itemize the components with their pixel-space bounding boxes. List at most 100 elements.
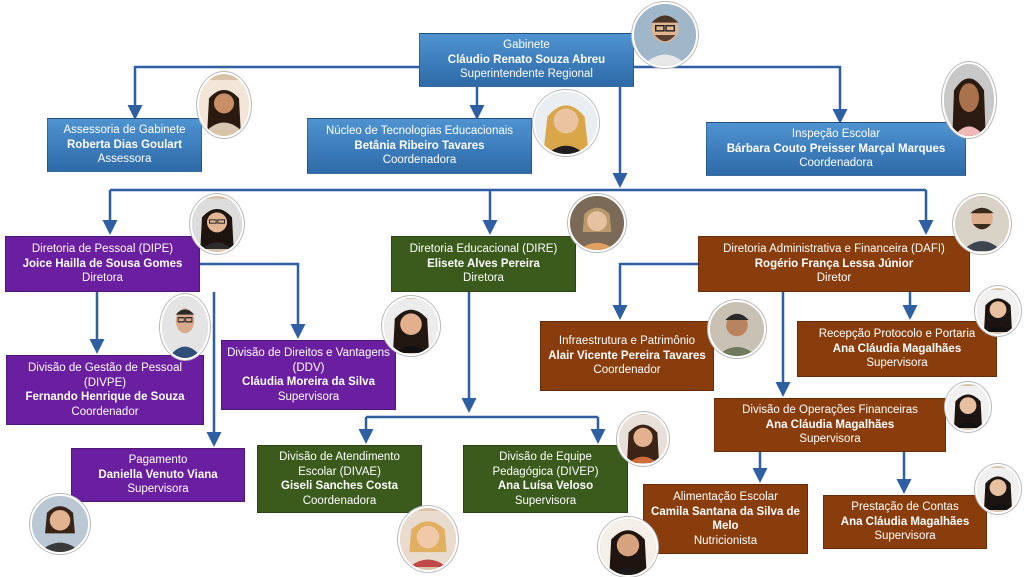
prestacao-photo [975,464,1021,514]
person-name: Joice Hailla de Sousa Gomes [22,257,183,270]
person-avatar-icon [944,64,994,136]
inspecao-box: Inspeção Escolar Bárbara Couto Preisser … [706,122,966,176]
unit-name: Infraestrutura e Patrimônio [558,335,696,348]
person-name: Elisete Alves Pereira [427,257,540,270]
divpe-box: Divisão de Gestão de Pessoal (DIVPE) Fer… [6,355,204,425]
pagamento-box: Pagamento Daniella Venuto Viana Supervis… [71,448,245,502]
financeiras-photo [945,382,991,432]
unit-name: Alimentação Escolar [673,491,778,503]
role-title: Supervisora [799,433,861,446]
line-dafi-infra [612,262,698,320]
person-avatar-icon [977,290,1019,332]
person-avatar-icon [199,80,249,130]
recepcao-box: Recepção Protocolo e Portaria Ana Cláudi… [797,321,997,377]
person-avatar-icon [384,299,438,353]
ddv-box: Divisão de Direitos e Vantagens (DDV) Cl… [221,340,396,410]
unit-name: Pagamento [128,454,188,467]
divae-photo [398,506,458,572]
line-gabinete-inspecao [634,65,848,124]
inspecao-photo [942,62,996,138]
divpe-photo [160,294,210,360]
unit-name: Núcleo de Tecnologias Educacionais [325,125,514,138]
financeiras-box: Divisão de Operações Financeiras Ana Clá… [714,398,946,452]
person-name: Ana Cláudia Magalhães [840,515,970,528]
gabinete-photo [632,2,698,68]
role-title: Diretora [82,272,123,285]
person-name: Betânia Ribeiro Tavares [354,139,485,152]
unit-name: Divisão de Direitos e Vantagens (DDV) [227,347,390,374]
person-avatar-icon [162,296,208,358]
person-avatar-icon [400,511,456,567]
pagamento-photo [30,494,90,554]
role-title: Coordenadora [799,157,873,170]
recepcao-photo [975,286,1021,336]
role-title: Supervisora [874,530,936,543]
person-name: Ana Cláudia Magalhães [832,342,962,355]
unit-name: Divisão de Equipe Pedagógica (DIVEP) [492,451,599,478]
unit-name: Prestação de Contas [851,501,959,514]
person-avatar-icon [570,196,624,250]
person-avatar-icon [619,415,667,463]
person-name: Bárbara Couto Preisser Marçal Marques [726,142,946,155]
dire-photo [568,194,626,252]
unit-name: Diretoria de Pessoal (DIPE) [31,243,174,256]
person-name: Rogério França Lessa Júnior [754,257,914,270]
person-avatar-icon [634,4,696,66]
infra-box: Infraestrutura e Patrimônio Alair Vicent… [540,321,714,391]
dipe-photo [190,194,244,254]
role-title: Diretora [463,272,504,285]
alimentacao-box: Alimentação Escolar Camila Santana da Si… [643,484,808,554]
assessoria-box: Assessoria de Gabinete Roberta Dias Goul… [47,118,202,172]
ddv-photo [382,296,440,356]
role-title: Coordenador [71,405,139,418]
person-name: Ana Luísa Veloso [497,480,594,492]
person-name: Ana Cláudia Magalhães [765,418,895,431]
divep-photo [617,412,669,466]
dire-box: Diretoria Educacional (DIRE) Elisete Alv… [391,236,576,292]
dipe-box: Diretoria de Pessoal (DIPE) Joice Hailla… [5,236,200,292]
nucleo-box: Núcleo de Tecnologias Educacionais Betân… [307,118,532,174]
alimentacao-photo [598,517,658,577]
assessoria-photo [197,72,251,138]
role-title: Superintendente Regional [460,68,593,81]
dafi-box: Diretoria Administrativa e Financeira (D… [698,236,970,292]
unit-name: Diretoria Administrativa e Financeira (D… [723,243,945,256]
nucleo-photo [533,90,599,156]
unit-name: Divisão de Gestão de Pessoal (DIVPE) [27,362,183,389]
line-gabinete-assessoria [127,65,420,120]
person-name: Cláudia Moreira da Silva [242,376,375,388]
person-name: Cláudio Renato Souza Abreu [447,53,606,66]
person-name: Daniella Venuto Viana [98,468,218,481]
prestacao-box: Prestação de Contas Ana Cláudia Magalhãe… [823,495,987,549]
role-title: Coordenadora [382,154,457,167]
unit-name: Diretoria Educacional (DIRE) [409,243,558,256]
role-title: Coordenador [593,364,661,377]
unit-name: Inspeção Escolar [791,128,881,141]
person-avatar-icon [710,302,764,356]
unit-name: Gabinete [503,39,550,52]
person-name: Fernando Henrique de Souza [25,391,185,403]
person-avatar-icon [977,468,1019,510]
role-title: Assessora [97,153,152,166]
unit-name: Recepção Protocolo e Portaria [818,328,976,341]
role-title: Supervisora [277,390,340,403]
divae-box: Divisão de Atendimento Escolar (DIVAE) G… [257,445,422,513]
person-name: Giseli Sanches Costa [281,480,398,492]
person-avatar-icon [192,199,242,249]
unit-name: Divisão de Operações Financeiras [742,404,918,417]
person-name: Roberta Dias Goulart [66,138,183,151]
role-title: Supervisora [514,494,577,507]
unit-name: Divisão de Atendimento Escolar (DIVAE) [279,451,400,478]
gabinete-box: Gabinete Cláudio Renato Souza Abreu Supe… [419,33,634,87]
role-title: Nutricionista [693,534,758,547]
divep-box: Divisão de Equipe Pedagógica (DIVEP) Ana… [463,445,628,513]
role-title: Supervisora [866,357,928,370]
person-avatar-icon [32,496,88,552]
infra-photo [708,300,766,358]
person-avatar-icon [947,386,989,428]
role-title: Coordenadora [302,494,377,507]
person-avatar-icon [955,197,1009,251]
line-dipe-ddv [190,262,306,339]
person-name: Camila Santana da Silva de Melo [651,505,800,533]
